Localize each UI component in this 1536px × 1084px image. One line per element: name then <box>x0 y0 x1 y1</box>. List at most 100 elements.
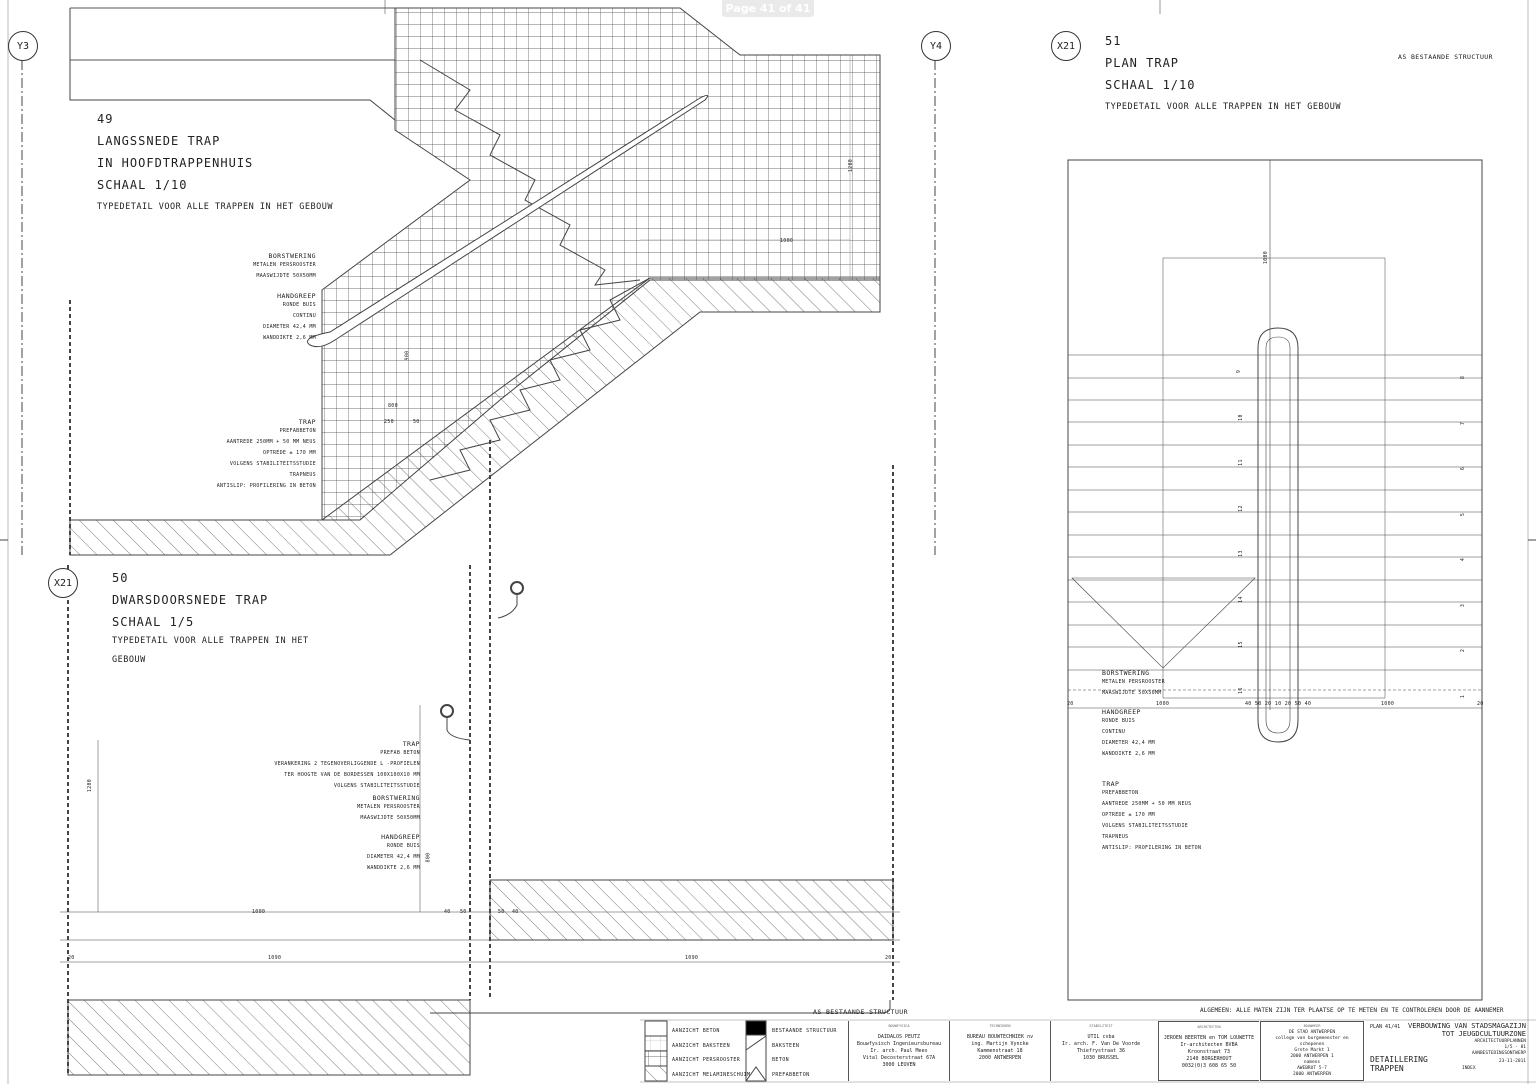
cell-line: DE STAD ANTWERPEN <box>1288 1030 1336 1035</box>
dossier: AANBESTEDINGSONTWERP <box>1471 1051 1526 1056</box>
dim-1200: 1200 <box>848 158 855 173</box>
note-line: TRAPNEUS <box>1102 834 1129 840</box>
step-number-right: 4 <box>1460 557 1467 562</box>
note-head: HANDGREEP <box>277 292 316 300</box>
s51-trap-note: TRAP PREFABBETON AANTREDE 250MM + 50 MM … <box>1102 780 1201 854</box>
section-49-title-1: LANGSSNEDE TRAP <box>97 134 221 148</box>
note-line: OPTREDE ± 170 MM <box>263 450 316 456</box>
dim-50: 50 <box>460 909 467 915</box>
note-line: RONDE BUIS <box>282 302 316 308</box>
note-line: METALEN PERSROOSTER <box>1102 679 1165 685</box>
technieken-cell: TECHNIEKEN BUREAU BOUWTECHNIEK nv ing. M… <box>949 1021 1050 1081</box>
bouwfysica-cell: BOUWFYSICA DAIDALOS PEUTZ Bouwfysisch In… <box>848 1021 949 1081</box>
note-line: DIAMETER 42,4 MM <box>367 854 420 860</box>
note-line: VOLGENS STABILITEITSSTUDIE <box>333 783 420 789</box>
step-number-left: 9 <box>1236 369 1243 374</box>
cell-line: Thiefrystraat 36 <box>1076 1048 1126 1054</box>
step-number-left: 12 <box>1237 504 1244 512</box>
section-49-number: 49 <box>97 112 114 126</box>
dim-40: 40 <box>444 909 451 915</box>
cell-line: ing. Martijn Vyncke <box>971 1041 1029 1047</box>
note-line: ANTISLIP: PROFILERING IN BETON <box>216 483 316 489</box>
section-50-subtitle-2: GEBOUW <box>112 655 146 665</box>
plan-number: PLAN 41/41 <box>1370 1024 1401 1030</box>
s49-borstwering-note: BORSTWERING METALEN PERSROOSTER MAASWIJD… <box>253 252 316 282</box>
role-label: TECHNIEKEN <box>989 1024 1011 1028</box>
role-label: STABILITEIT <box>1089 1024 1113 1028</box>
s50-trap-note: TRAP PREFAB BETON VERANKERING 2 TEGENOVE… <box>274 740 420 792</box>
cell-line: 2000 ANTWERPEN <box>978 1055 1022 1061</box>
section-51-number: 51 <box>1105 34 1122 48</box>
bouwheer-cell: BOUWHEER DE STAD ANTWERPEN college van b… <box>1260 1021 1364 1081</box>
architecten-cell: ARCHITECTEN JEROEN BEERTEN en TOM LOUWET… <box>1158 1021 1259 1081</box>
note-head: BORSTWERING <box>268 252 316 260</box>
note-line: CONTINU <box>292 313 316 319</box>
project-line: TOT JEUGDCULTUURZONE <box>1441 1030 1526 1038</box>
cell-line: Bouwfysisch Ingenieursbureau <box>856 1041 942 1047</box>
scale: 1/5 - 81 <box>1504 1045 1526 1050</box>
cell-line: 2000 ANTWERPEN 1 <box>1290 1054 1334 1059</box>
cell-line: Kammenstraat 18 <box>977 1048 1023 1054</box>
note-line: MAASWIJDTE 50X50MM <box>256 273 316 279</box>
project-title: VERBOUWING VAN STADSMAGAZIJN TOT JEUGDCU… <box>1408 1022 1526 1066</box>
role-label: BOUWHEER <box>1303 1024 1321 1028</box>
note-line: DIAMETER 42,4 MM <box>1102 740 1155 746</box>
stabiliteit-cell: STABILITEIT UTIL cvba Ir. arch. F. Van D… <box>1050 1021 1151 1081</box>
section-51-title: PLAN TRAP <box>1105 56 1180 70</box>
note-line: WANDDIKTE 2,6 MM <box>1102 751 1155 757</box>
date: 23-11-2011 <box>1498 1059 1526 1064</box>
dim-50: 50 <box>413 419 420 425</box>
phase: ARCHITECTUURPLANNEN <box>1474 1039 1526 1044</box>
dim-250: 250 <box>384 419 394 425</box>
section-50-scale: SCHAAL 1/5 <box>112 615 195 629</box>
s51-handgreep-note: HANDGREEP RONDE BUIS CONTINU DIAMETER 42… <box>1102 708 1155 760</box>
s51-as-label: AS BESTAANDE STRUCTUUR <box>1398 53 1493 61</box>
section-50-title: DWARSDOORSNEDE TRAP <box>112 593 269 607</box>
note-head: TRAP <box>1102 780 1120 788</box>
dim-1000-left: 1000 <box>1156 701 1170 707</box>
note-line: OPTREDE ± 170 MM <box>1102 812 1155 818</box>
page-indicator: Page 41 of 41 <box>722 0 814 17</box>
step-number-right: 7 <box>1460 421 1467 425</box>
cell-line: AWEBRUT 5-7 <box>1297 1066 1327 1071</box>
cell-line: DAIDALOS PEUTZ <box>877 1034 921 1040</box>
note-line: VOLGENS STABILITEITSSTUDIE <box>1102 823 1189 829</box>
drawing-title: DETAILLERING TRAPPEN <box>1370 1055 1428 1073</box>
dim-1000: 1000 <box>252 909 266 915</box>
note-line: RONDE BUIS <box>386 843 420 849</box>
step-number-left: 15 <box>1237 641 1244 648</box>
s49-handgreep-note: HANDGREEP RONDE BUIS CONTINU DIAMETER 42… <box>263 292 316 344</box>
section-50-number: 50 <box>112 571 129 585</box>
cell-line: college van burgemeester en <box>1275 1036 1349 1041</box>
concrete-stair-hatch <box>69 277 881 556</box>
dim-1090-right: 1090 <box>685 955 699 961</box>
dim-800: 800 <box>388 403 398 409</box>
dim-20b: 20 <box>885 955 892 961</box>
general-note: ALGEMEEN: ALLE MATEN ZIJN TER PLAATSE OP… <box>1200 1007 1504 1014</box>
s50-borstwering-note: BORSTWERING METALEN PERSROOSTER MAASWIJD… <box>357 794 420 824</box>
landing-slab-hatch <box>489 879 894 941</box>
handrail-plan <box>1257 327 1299 743</box>
section-49-subtitle: TYPEDETAIL VOOR ALLE TRAPPEN IN HET GEBO… <box>97 202 333 212</box>
note-line: PREFAB BETON <box>380 750 420 756</box>
handrail <box>307 94 709 348</box>
axis-bubble-y3: Y3 <box>8 31 38 61</box>
dim-20: 20 <box>68 955 75 961</box>
index-label: INDEX <box>1462 1066 1476 1071</box>
s50-handgreep-note: HANDGREEP RONDE BUIS DIAMETER 42,4 MM WA… <box>367 833 420 874</box>
axis-bubble-y4: Y4 <box>921 31 951 61</box>
cell-line: Ir-architecten BVBA <box>1180 1042 1238 1048</box>
section-51-subtitle: TYPEDETAIL VOOR ALLE TRAPPEN IN HET GEBO… <box>1105 102 1341 112</box>
note-line: AANTREDE 250MM + 50 MM NEUS <box>226 439 316 445</box>
step-number-right: 1 <box>1460 694 1467 698</box>
cell-line: schepenen <box>1299 1042 1325 1047</box>
dim-1200: 1200 <box>87 778 94 793</box>
cell-line: Vital Decosterstraat 67A <box>862 1055 936 1061</box>
cell-line: Kroonstraat 73 <box>1187 1049 1231 1055</box>
section-49-title-2: IN HOOFDTRAPPENHUIS <box>97 156 254 170</box>
step-number-left: 16 <box>1237 686 1244 694</box>
step-number-left: 10 <box>1237 413 1244 421</box>
note-line: TRAPNEUS <box>289 472 316 478</box>
note-head: HANDGREEP <box>1102 708 1141 716</box>
note-head: BORSTWERING <box>1102 669 1150 677</box>
